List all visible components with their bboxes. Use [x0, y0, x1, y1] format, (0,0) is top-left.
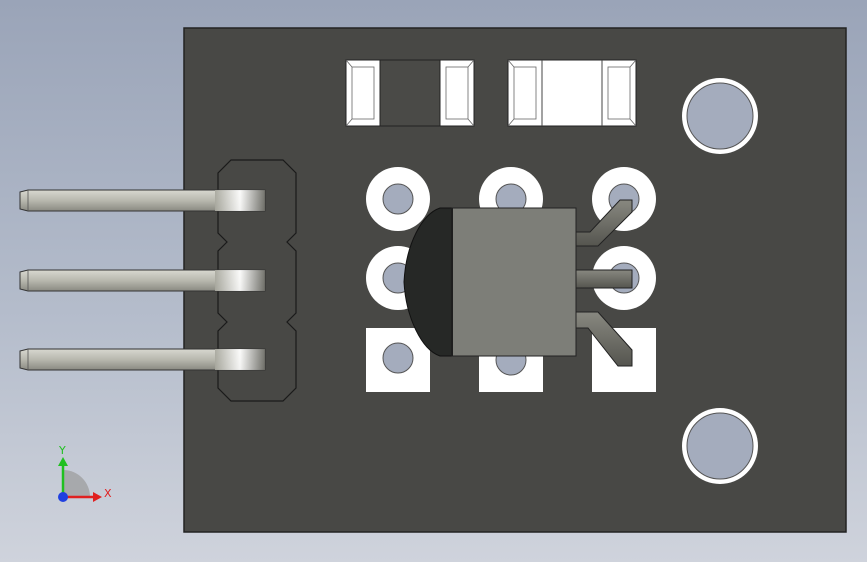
header-pin-3[interactable]	[19, 348, 266, 371]
pad-round-1[interactable]	[366, 167, 430, 231]
transistor-legs	[575, 199, 633, 367]
header-pin-2[interactable]	[19, 269, 266, 292]
mounting-hole-bottom[interactable]	[682, 408, 758, 484]
pad-square-1[interactable]	[366, 328, 430, 392]
z-axis-dot	[58, 492, 68, 502]
x-axis-label: X	[104, 487, 112, 500]
header-pin-1[interactable]	[19, 189, 266, 212]
to92-sensor[interactable]	[403, 207, 577, 357]
smd-resistor[interactable]	[345, 59, 475, 127]
coordinate-triad: X Y	[58, 444, 112, 502]
y-axis-label: Y	[58, 444, 66, 457]
mounting-hole-top[interactable]	[682, 78, 758, 154]
smd-capacitor[interactable]	[507, 59, 637, 127]
pin-header-outline	[217, 159, 297, 402]
